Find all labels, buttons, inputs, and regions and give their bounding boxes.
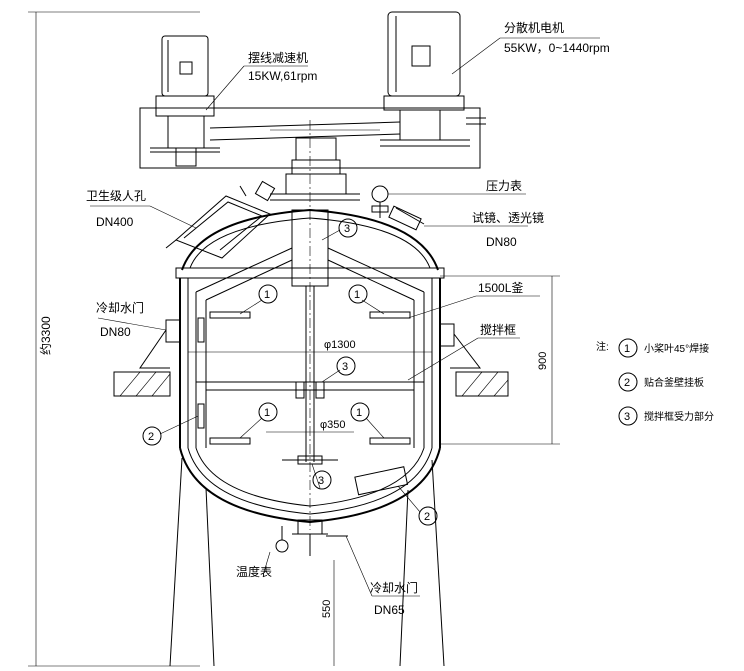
cooling-out-label: 冷却水门 xyxy=(370,580,418,595)
height-550-dimension: 550 xyxy=(321,560,335,666)
cooling-out-dn-label: DN65 xyxy=(374,603,405,617)
callout-number: 3 xyxy=(318,475,324,487)
reducer-motor xyxy=(150,35,220,167)
note-text: 搅拌框受力部分 xyxy=(644,410,714,423)
note-number: 2 xyxy=(624,377,630,389)
callout-2-right: 2 xyxy=(397,485,438,526)
note-text: 小桨叶45°焊接 xyxy=(644,342,709,355)
callout-3-top: 3 xyxy=(321,218,358,241)
label-sight-glass: 试镜、透光镜 DN80 xyxy=(424,210,544,249)
support-lugs xyxy=(113,319,509,397)
manhole xyxy=(165,180,276,259)
cooling-in-dn-label: DN80 xyxy=(100,325,131,339)
note-item-3: 3 搅拌框受力部分 xyxy=(618,406,714,426)
callout-number: 1 xyxy=(356,407,362,419)
label-cooling-out: 冷却水门 DN65 xyxy=(345,535,420,617)
label-reducer: 摆线减速机 15KW,61rpm xyxy=(205,51,317,111)
sight-glass-label: 试镜、透光镜 xyxy=(472,210,544,225)
callout-1-lower-left: 1 xyxy=(239,402,278,439)
callout-2-left: 2 xyxy=(142,415,199,446)
pressure-gauge-label: 压力表 xyxy=(486,179,522,193)
callout-number: 1 xyxy=(354,289,360,301)
drive-frame xyxy=(139,107,486,201)
total-height-dimension: 约3300 xyxy=(28,11,200,667)
notes-legend: 注: 1 小桨叶45°焊接 2 贴合釜壁挂板 3 搅拌框受力部分 xyxy=(596,338,714,426)
bottom-outlet xyxy=(275,519,348,556)
note-item-1: 1 小桨叶45°焊接 xyxy=(618,338,709,358)
callout-number: 1 xyxy=(264,289,270,301)
total-height-label: 约3300 xyxy=(38,316,53,355)
callout-number: 2 xyxy=(424,511,430,523)
callout-1-upper-right: 1 xyxy=(348,284,385,315)
label-cooling-in: 冷却水门 DN80 xyxy=(96,300,167,339)
agitator-shaft xyxy=(291,120,329,530)
callout-1-upper-left: 1 xyxy=(239,284,278,315)
note-text: 贴合釜壁挂板 xyxy=(644,376,704,389)
height-550-label: 550 xyxy=(321,600,333,618)
disperser-motor xyxy=(380,11,470,147)
manhole-dn-label: DN400 xyxy=(96,215,134,229)
vessel-body xyxy=(175,208,445,524)
cooling-in-label: 冷却水门 xyxy=(96,300,144,315)
vessel-volume-label: 1500L釜 xyxy=(478,280,523,295)
callout-3-middle: 3 xyxy=(321,356,356,383)
stirring-frame-label: 搅拌框 xyxy=(480,322,516,337)
disperser-label: 分散机电机 xyxy=(504,20,564,35)
callout-number: 2 xyxy=(148,431,154,443)
label-temperature: 温度表 xyxy=(236,551,272,579)
manhole-label: 卫生级人孔 xyxy=(86,189,146,203)
diameter-1300-dimension: φ1300 xyxy=(188,339,432,353)
sight-glass-dn-label: DN80 xyxy=(486,235,517,249)
callout-number: 3 xyxy=(342,361,348,373)
diameter-350-dimension: φ350 xyxy=(266,419,354,433)
callout-number: 1 xyxy=(264,407,270,419)
note-number: 3 xyxy=(624,411,630,423)
diameter-1300-label: φ1300 xyxy=(324,339,356,351)
temperature-label: 温度表 xyxy=(236,564,272,579)
callout-3-bottom: 3 xyxy=(311,463,332,490)
callout-number: 3 xyxy=(344,223,350,235)
disperser-spec-label: 55KW，0~1440rpm xyxy=(504,41,610,55)
diameter-350-label: φ350 xyxy=(320,419,346,431)
height-900-dimension: 900 xyxy=(440,275,560,445)
notes-prefix: 注: xyxy=(596,340,609,353)
label-pressure-gauge: 压力表 xyxy=(388,179,526,195)
support-legs xyxy=(169,457,445,667)
label-vessel: 1500L釜 xyxy=(407,280,540,319)
label-stirring-frame: 搅拌框 xyxy=(407,322,520,381)
callout-1-lower-right: 1 xyxy=(350,402,385,439)
note-item-2: 2 贴合釜壁挂板 xyxy=(618,372,704,392)
label-disperser: 分散机电机 55KW，0~1440rpm xyxy=(451,20,610,75)
reducer-label: 摆线减速机 xyxy=(248,51,308,65)
note-number: 1 xyxy=(624,343,630,355)
pressure-gauge-assembly xyxy=(371,185,389,218)
reducer-spec-label: 15KW,61rpm xyxy=(248,69,317,83)
label-manhole: 卫生级人孔 DN400 xyxy=(86,189,197,229)
sight-glass-assembly xyxy=(388,205,425,231)
height-900-label: 900 xyxy=(537,352,549,370)
